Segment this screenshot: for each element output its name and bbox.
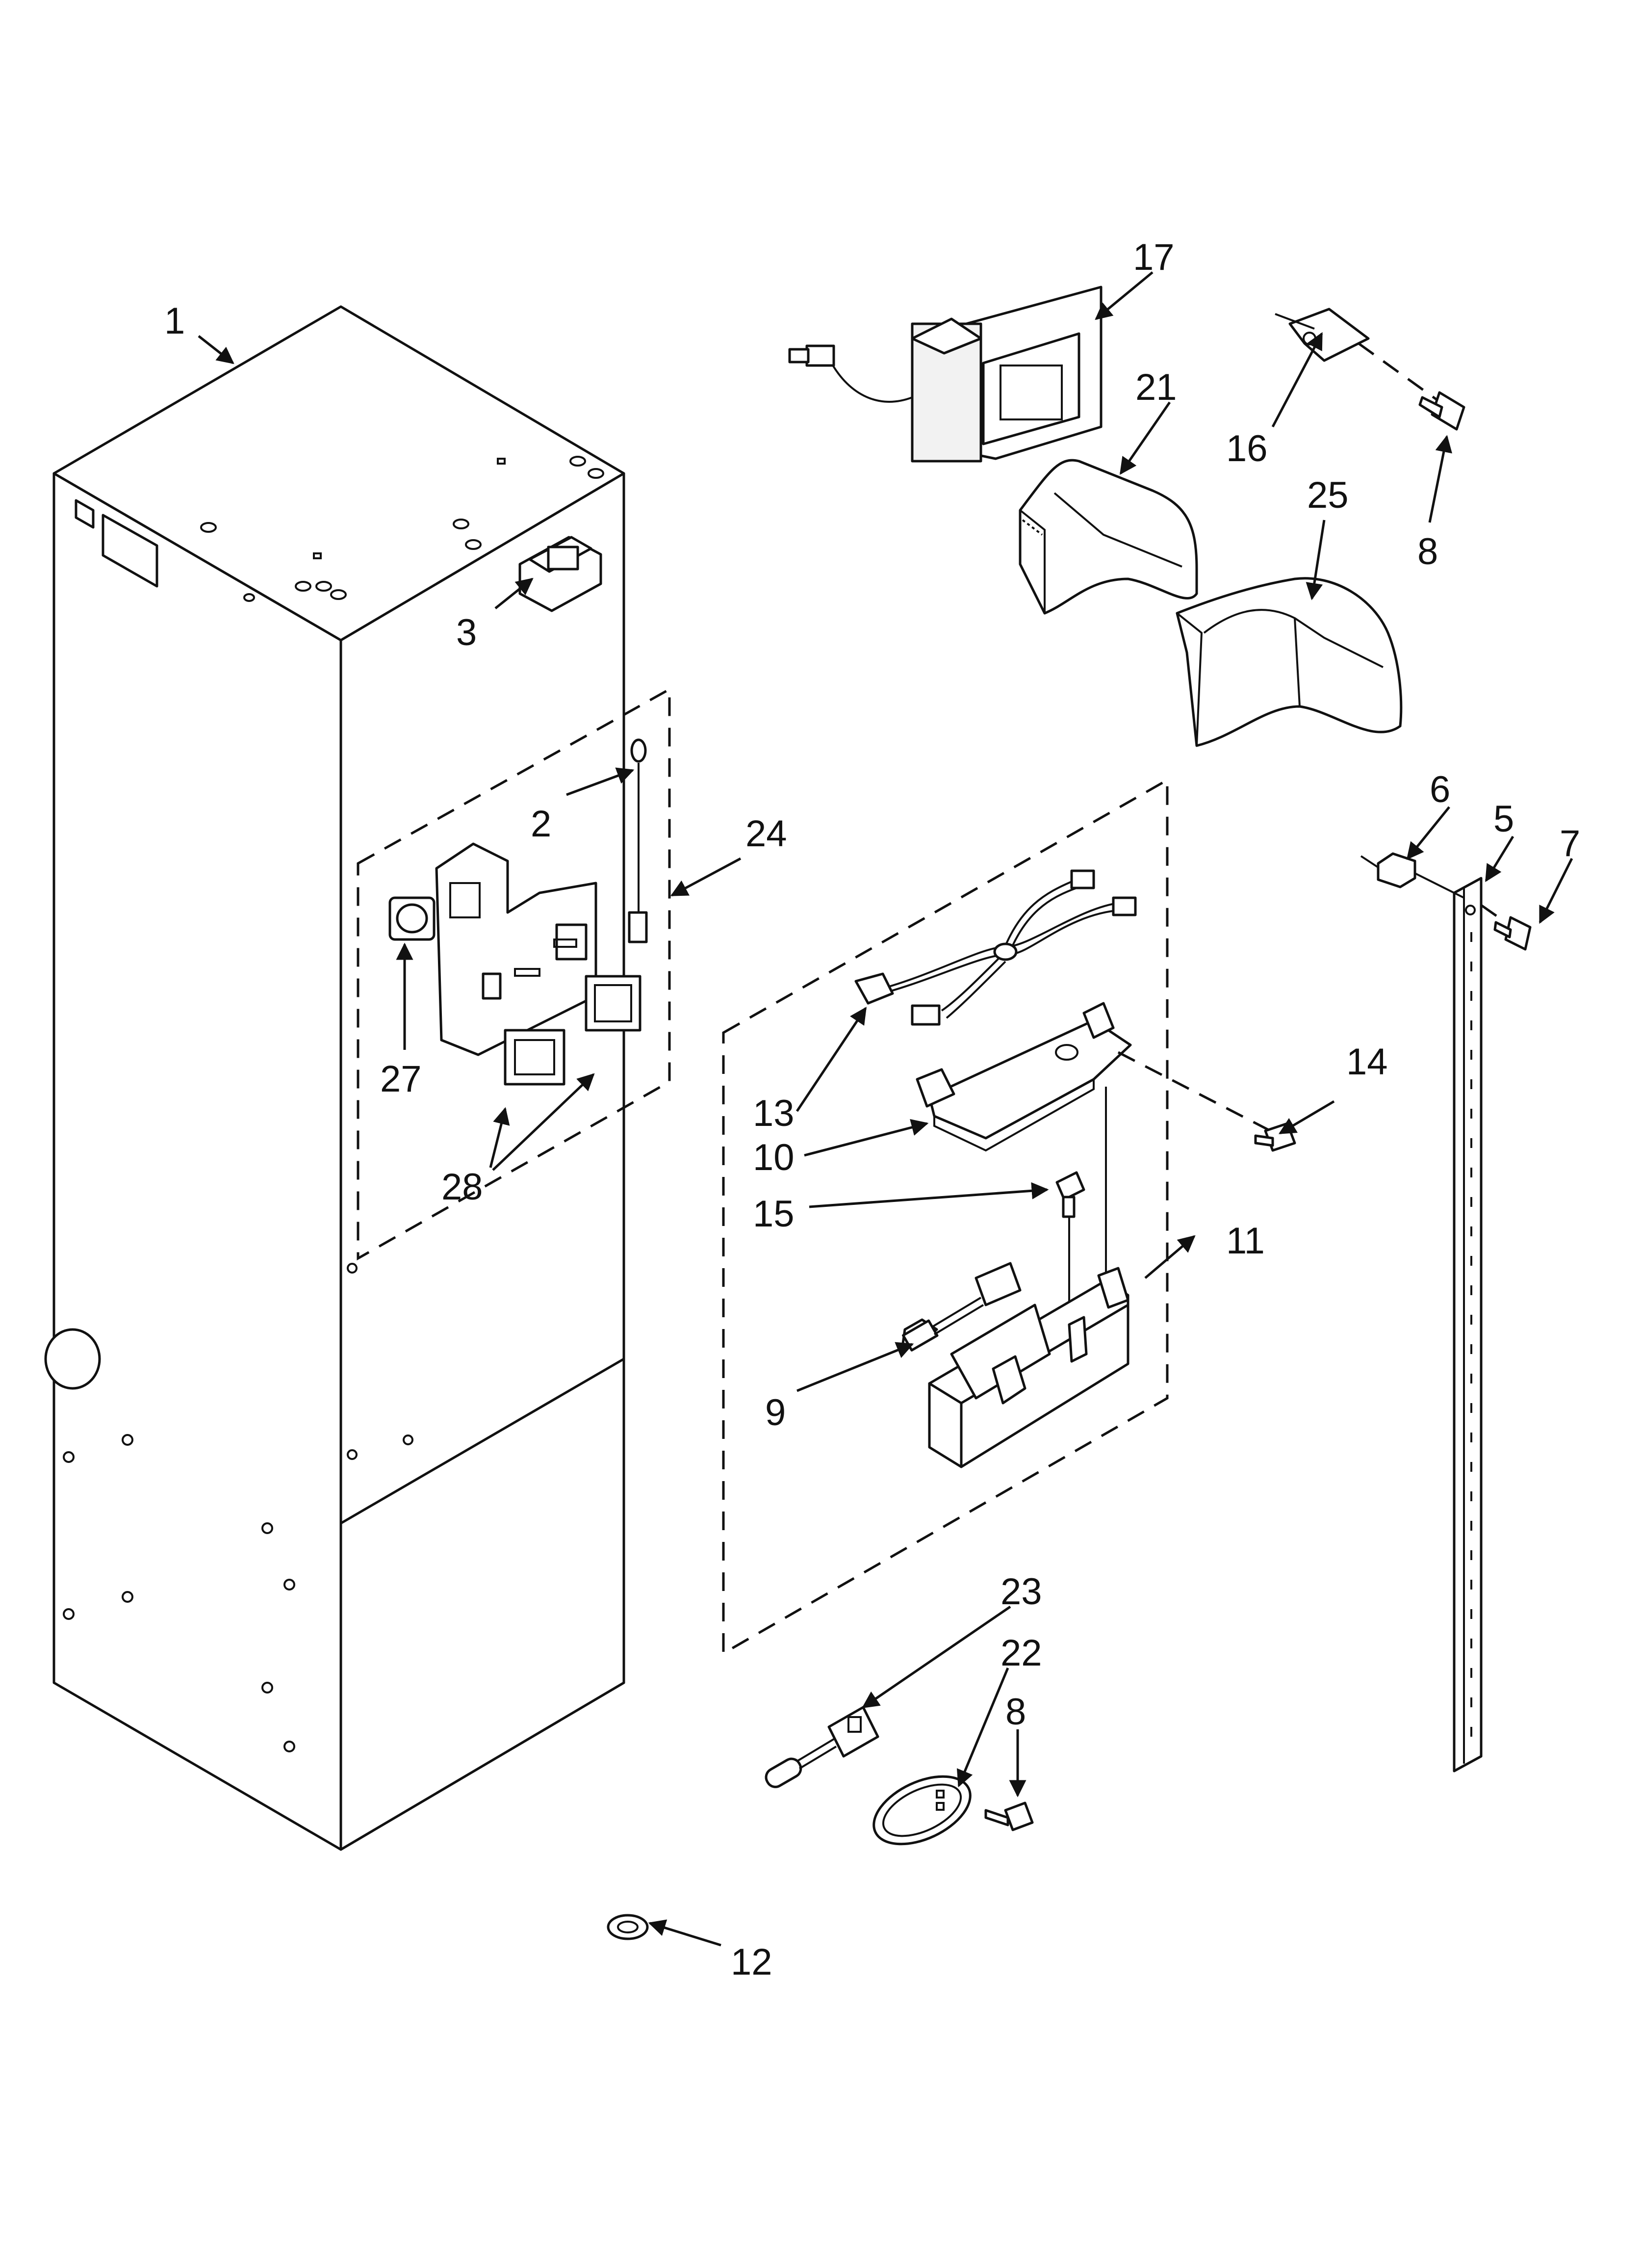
callout-8-top: 8 (1417, 531, 1438, 573)
callout-12: 12 (731, 1941, 772, 1983)
callout-6: 6 (1430, 769, 1450, 810)
callout-7: 7 (1560, 823, 1580, 864)
callout-16: 16 (1226, 428, 1268, 469)
group-11-boundary (722, 778, 1169, 1656)
light-box-part (788, 286, 1103, 463)
tray-11-part (928, 1267, 1129, 1468)
screw-8a-part (1418, 391, 1465, 431)
callout-5: 5 (1493, 798, 1514, 840)
sensor-9-part (901, 1262, 1022, 1352)
callout-2: 2 (531, 803, 551, 845)
pads-part (504, 975, 641, 1086)
callout-23: 23 (1001, 1571, 1042, 1613)
callout-21: 21 (1135, 366, 1177, 408)
screw-8a-axis (1358, 342, 1438, 401)
lens-22-part (872, 1775, 972, 1846)
callout-8-bottom: 8 (1005, 1691, 1026, 1733)
rail-part (1453, 877, 1483, 1773)
sensor-23-part (765, 1706, 879, 1788)
callout-24: 24 (745, 813, 787, 855)
screw-7-part (1493, 916, 1532, 951)
control-housing-part (435, 842, 597, 1056)
callout-17: 17 (1133, 236, 1175, 278)
nut-6-part (1360, 852, 1464, 899)
callout-13: 13 (753, 1093, 795, 1134)
leader-lines (198, 271, 1573, 1947)
callout-11: 11 (1226, 1220, 1265, 1262)
callout-3: 3 (456, 612, 477, 653)
top-bracket-part (518, 536, 602, 612)
callout-10: 10 (753, 1137, 795, 1178)
cover-10-part (916, 1002, 1132, 1152)
callout-9: 9 (765, 1392, 786, 1434)
screw-7-axis (1480, 904, 1507, 924)
callout-15: 15 (753, 1193, 795, 1235)
harness-13-part (854, 869, 1137, 1026)
callout-25: 25 (1307, 474, 1349, 516)
callout-28: 28 (441, 1166, 483, 1208)
grommet-part (388, 896, 436, 941)
cabinet-part (44, 305, 625, 1851)
cover-25-part (1176, 577, 1403, 747)
callout-27: 27 (380, 1058, 422, 1100)
callout-14: 14 (1346, 1041, 1388, 1083)
harness-part (628, 738, 648, 943)
callout-1: 1 (164, 300, 185, 342)
screw-14-axis (1117, 1051, 1276, 1135)
cover-21-part (1019, 459, 1198, 615)
washer-12-part (607, 1914, 649, 1940)
callout-22: 22 (1001, 1632, 1042, 1674)
screw-8b-part (984, 1801, 1034, 1831)
